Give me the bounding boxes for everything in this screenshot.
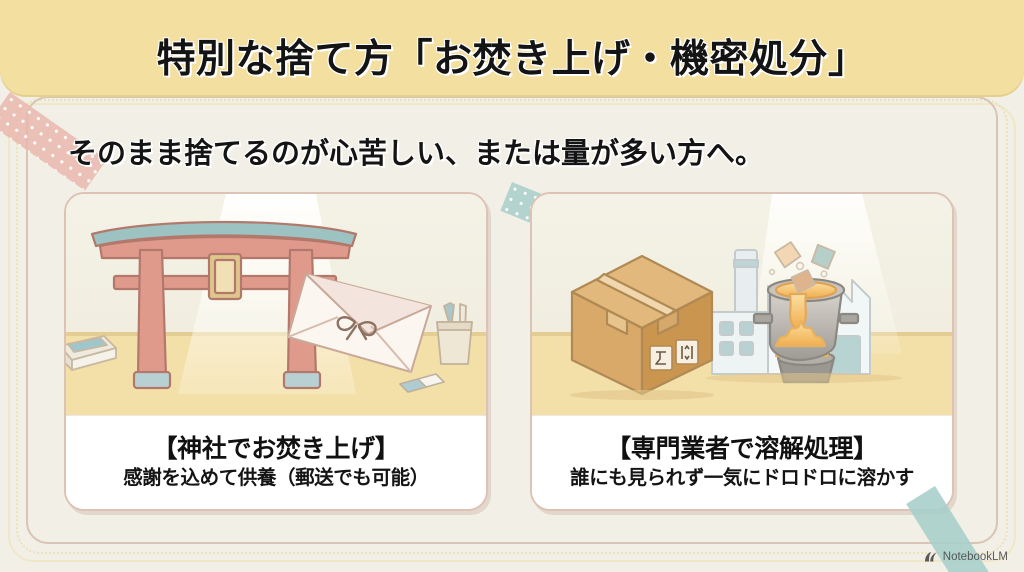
card-subtitle-right: 誰にも見られず一気にドロドロに溶かす xyxy=(570,466,914,489)
card-subtitle-left: 感謝を込めて供養（郵送でも可能） xyxy=(123,466,429,489)
subtitle-text: そのまま捨てるのが心苦しい、または量が多い方へ。 xyxy=(68,138,765,170)
factory-melting-pot-illustration-icon xyxy=(532,194,952,416)
card-vendor-dissolution[interactable]: 【専門業者で溶解処理】 誰にも見られず一気にドロドロに溶かす xyxy=(530,192,954,511)
card-caption-left: 【神社でお焚き上げ】 感謝を込めて供養（郵送でも可能） xyxy=(66,415,486,509)
notebooklm-icon xyxy=(924,552,937,562)
header-band: 特別な捨て方「お焚き上げ・機密処分」 xyxy=(0,0,1024,95)
card-caption-right: 【専門業者で溶解処理】 誰にも見られず一気にドロドロに溶かす xyxy=(532,415,952,509)
card-title-left: 【神社でお焚き上げ】 xyxy=(152,435,400,464)
torii-gate-illustration-icon xyxy=(66,194,486,416)
illustration-torii-scene xyxy=(66,194,486,416)
illustration-melting-scene xyxy=(532,194,952,416)
watermark: NotebookLM xyxy=(924,551,1008,563)
watermark-label: NotebookLM xyxy=(942,551,1008,563)
card-title-right: 【専門業者で溶解処理】 xyxy=(606,435,878,464)
card-shrine-ohtakiage[interactable]: 【神社でお焚き上げ】 感謝を込めて供養（郵送でも可能） xyxy=(64,192,488,511)
page-title: 特別な捨て方「お焚き上げ・機密処分」 xyxy=(156,38,868,81)
